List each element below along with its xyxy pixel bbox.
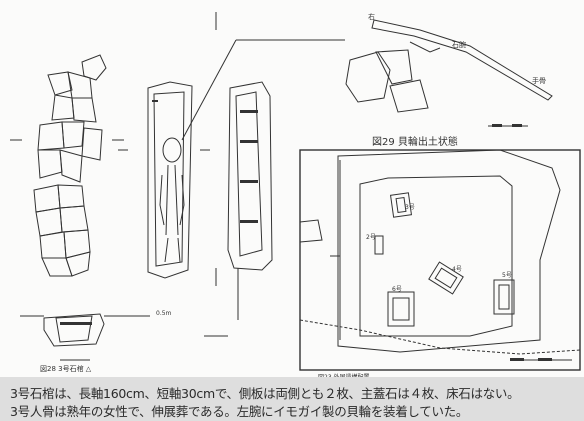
coffin-skeleton-plan [118, 39, 345, 279]
burial-label-5: 6号 [392, 286, 402, 293]
burial-label-2: 2号 [366, 234, 376, 241]
small-scale-label: 0.5m [156, 310, 172, 317]
burial-label-3: 4号 [452, 266, 462, 273]
caption-band: 3号石棺は、長軸160cm、短軸30cmで、側板は両側とも２枚、主蓋石は４枚、床… [0, 377, 584, 421]
caption-line-2: 3号人骨は熟年の女性で、伸展葬である。左腕にイモガイ製の貝輪を装着していた。 [10, 404, 469, 419]
coffin-side-elevation [204, 12, 273, 337]
capstone-plan-drawing [10, 54, 124, 277]
caption-line-1: 3号石棺は、長軸160cm、短軸30cmで、側板は両側とも２枚、主蓋石は４枚、床… [10, 386, 520, 401]
label-hand-bone: 手骨 [532, 77, 546, 85]
bracelet-detail-drawing [345, 19, 553, 127]
site-plan-map [299, 149, 581, 371]
burial-label-1: 3号 [405, 204, 415, 211]
figure-28-caption: 図28 3号石棺 △ [40, 365, 92, 373]
label-right-arm: 右 [368, 13, 375, 21]
label-bracelet: 石腕 [452, 41, 466, 49]
burial-label-4: 5号 [502, 272, 512, 279]
coffin-cross-section [20, 313, 150, 361]
figure-29-caption: 図29 貝輪出土状態 [372, 137, 458, 148]
